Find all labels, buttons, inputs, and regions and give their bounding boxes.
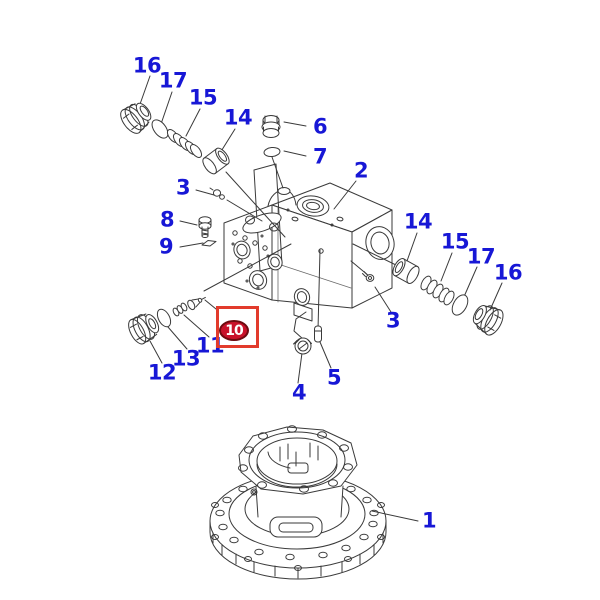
callout-13: 13 (171, 346, 201, 371)
callout-8: 8 (159, 207, 175, 232)
callout-9: 9 (158, 234, 174, 259)
highlight-label: 10 (225, 322, 244, 339)
callout-3-right: 3 (385, 308, 401, 333)
callout-17-right: 17 (466, 244, 496, 269)
callout-1: 1 (421, 508, 437, 533)
callout-4: 4 (291, 380, 307, 405)
callout-14-top-left: 14 (223, 105, 253, 130)
callout-16-right: 16 (493, 260, 523, 285)
callout-17-top-left: 17 (158, 68, 188, 93)
small-parts-drawing (120, 102, 504, 355)
callout-15-top-left: 15 (188, 85, 218, 110)
leader-lines (138, 75, 503, 522)
callout-12: 12 (147, 360, 177, 385)
callout-5: 5 (326, 365, 342, 390)
callout-16-top-left: 16 (132, 53, 162, 78)
callout-3-upper-left: 3 (175, 175, 191, 200)
callout-7: 7 (312, 144, 328, 169)
highlight-ellipse: 10 (219, 320, 249, 341)
swing-case-drawing (209, 425, 387, 580)
callout-2: 2 (353, 158, 369, 183)
highlight-box (216, 306, 259, 348)
main-valve-block-drawing (223, 163, 395, 322)
callout-15-right: 15 (440, 229, 470, 254)
callout-6: 6 (312, 114, 328, 139)
callout-14-right: 14 (403, 209, 433, 234)
